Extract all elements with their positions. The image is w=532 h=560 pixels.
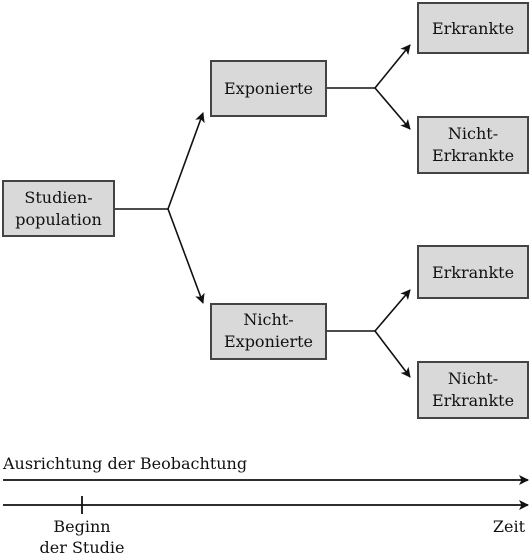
node-label-line: Erkrankte <box>432 146 514 165</box>
edges <box>114 44 411 378</box>
observation-direction-label: Ausrichtung der Beobachtung <box>2 454 247 473</box>
node-label-line: Nicht- <box>243 310 293 329</box>
arrow-to-unexposed-diseased <box>374 289 411 332</box>
node-label-line: population <box>15 210 102 229</box>
node-label-line: Exponierte <box>224 332 313 351</box>
node-label-line: Erkrankte <box>432 391 514 410</box>
node-unexposed: Nicht- Exponierte <box>210 303 327 360</box>
node-exposed: Exponierte <box>210 60 327 117</box>
node-exposed-diseased: Erkrankte <box>417 2 529 54</box>
node-label-line: Studien- <box>24 188 92 207</box>
node-label-line: Nicht- <box>448 369 498 388</box>
node-label-line: Erkrankte <box>432 19 514 38</box>
node-unexposed-not-diseased: Nicht- Erkrankte <box>417 361 529 419</box>
time-axis-label: Zeit <box>493 517 526 536</box>
timeline: Beginn der Studie Zeit <box>3 496 529 557</box>
node-unexposed-diseased: Erkrankte <box>417 245 529 299</box>
observation-direction: Ausrichtung der Beobachtung <box>2 454 529 485</box>
arrow-to-exposed-diseased <box>374 44 411 89</box>
arrow-to-unexposed <box>167 208 205 304</box>
node-exposed-not-diseased: Nicht- Erkrankte <box>417 116 529 174</box>
arrow-to-exposed <box>167 112 205 210</box>
node-study-population: Studien- population <box>2 180 115 237</box>
study-start-label-line: Beginn <box>53 517 110 536</box>
arrow-to-unexposed-not-diseased <box>374 330 411 378</box>
node-label-line: Exponierte <box>224 79 313 98</box>
study-start-label-line: der Studie <box>40 538 125 557</box>
arrow-to-exposed-not-diseased <box>374 87 411 130</box>
node-label-line: Nicht- <box>448 124 498 143</box>
node-label-line: Erkrankte <box>432 263 514 282</box>
